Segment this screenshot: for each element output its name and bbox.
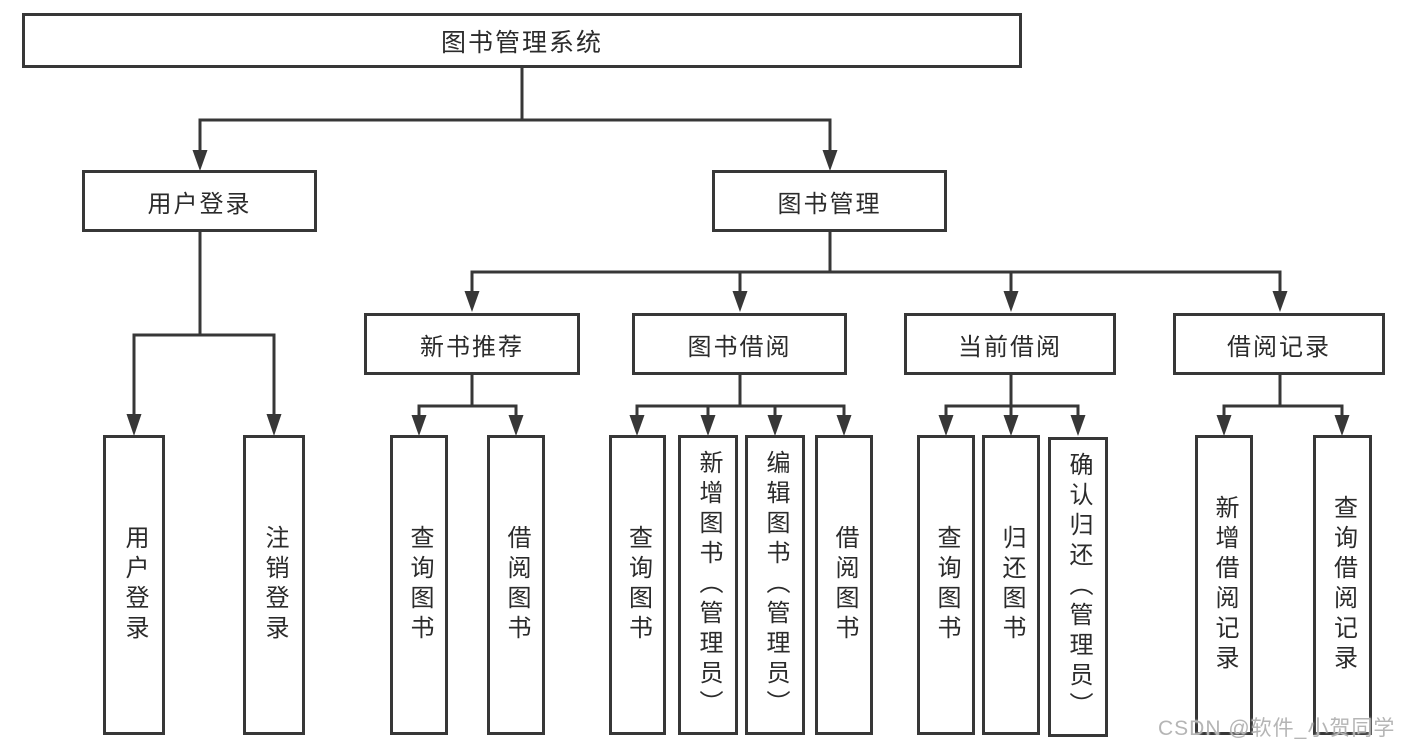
- node-book-borrowing-label: 图书借阅: [687, 333, 792, 361]
- leaf-bb-query-books: 查询图书: [609, 435, 666, 735]
- leaf-bb-add-books-label: 新增图书（管理员）: [695, 450, 722, 720]
- node-borrowing-records: 借阅记录: [1173, 313, 1385, 375]
- node-user-login-group-label: 用户登录: [147, 190, 252, 218]
- node-book-borrowing: 图书借阅: [632, 313, 847, 375]
- leaf-bb-borrow-books: 借阅图书: [815, 435, 873, 735]
- node-root-label: 图书管理系统: [440, 28, 603, 57]
- leaf-nbr-query-books: 查询图书: [390, 435, 448, 735]
- leaf-bb-add-books: 新增图书（管理员）: [678, 435, 738, 735]
- leaf-bb-query-books-label: 查询图书: [624, 525, 652, 645]
- leaf-bb-edit-books-label: 编辑图书（管理员）: [762, 450, 789, 720]
- csdn-watermark: CSDN @软件_小贺同学: [1158, 717, 1396, 740]
- leaf-br-add-record-label: 新增借阅记录: [1211, 495, 1238, 675]
- leaf-cb-confirm-return-label: 确认归还（管理员）: [1065, 452, 1092, 722]
- leaf-user-login: 用户登录: [103, 435, 165, 735]
- leaf-cb-confirm-return: 确认归还（管理员）: [1048, 437, 1108, 737]
- node-book-management-label: 图书管理: [777, 190, 882, 218]
- node-new-book-recommend-label: 新书推荐: [420, 333, 524, 361]
- leaf-br-query-record-label: 查询借阅记录: [1329, 495, 1357, 675]
- leaf-nbr-borrow-books-label: 借阅图书: [503, 525, 530, 645]
- leaf-br-query-record: 查询借阅记录: [1313, 435, 1372, 735]
- leaf-cb-query-books-label: 查询图书: [933, 525, 960, 645]
- leaf-cb-return-books-label: 归还图书: [998, 525, 1025, 645]
- leaf-br-add-record: 新增借阅记录: [1195, 435, 1253, 735]
- leaf-user-login-label: 用户登录: [121, 525, 148, 645]
- node-user-login-group: 用户登录: [82, 170, 317, 232]
- leaf-cb-query-books: 查询图书: [917, 435, 975, 735]
- leaf-bb-edit-books: 编辑图书（管理员）: [745, 435, 805, 735]
- node-new-book-recommend: 新书推荐: [364, 313, 580, 375]
- leaf-nbr-borrow-books: 借阅图书: [487, 435, 545, 735]
- node-current-borrowing: 当前借阅: [904, 313, 1116, 375]
- leaf-bb-borrow-books-label: 借阅图书: [831, 525, 858, 645]
- node-current-borrowing-label: 当前借阅: [958, 333, 1062, 361]
- leaf-logout: 注销登录: [243, 435, 305, 735]
- leaf-logout-label: 注销登录: [261, 525, 288, 645]
- node-book-management: 图书管理: [712, 170, 947, 232]
- leaf-cb-return-books: 归还图书: [982, 435, 1040, 735]
- node-root: 图书管理系统: [22, 13, 1022, 68]
- node-borrowing-records-label: 借阅记录: [1227, 333, 1331, 361]
- leaf-nbr-query-books-label: 查询图书: [406, 525, 433, 645]
